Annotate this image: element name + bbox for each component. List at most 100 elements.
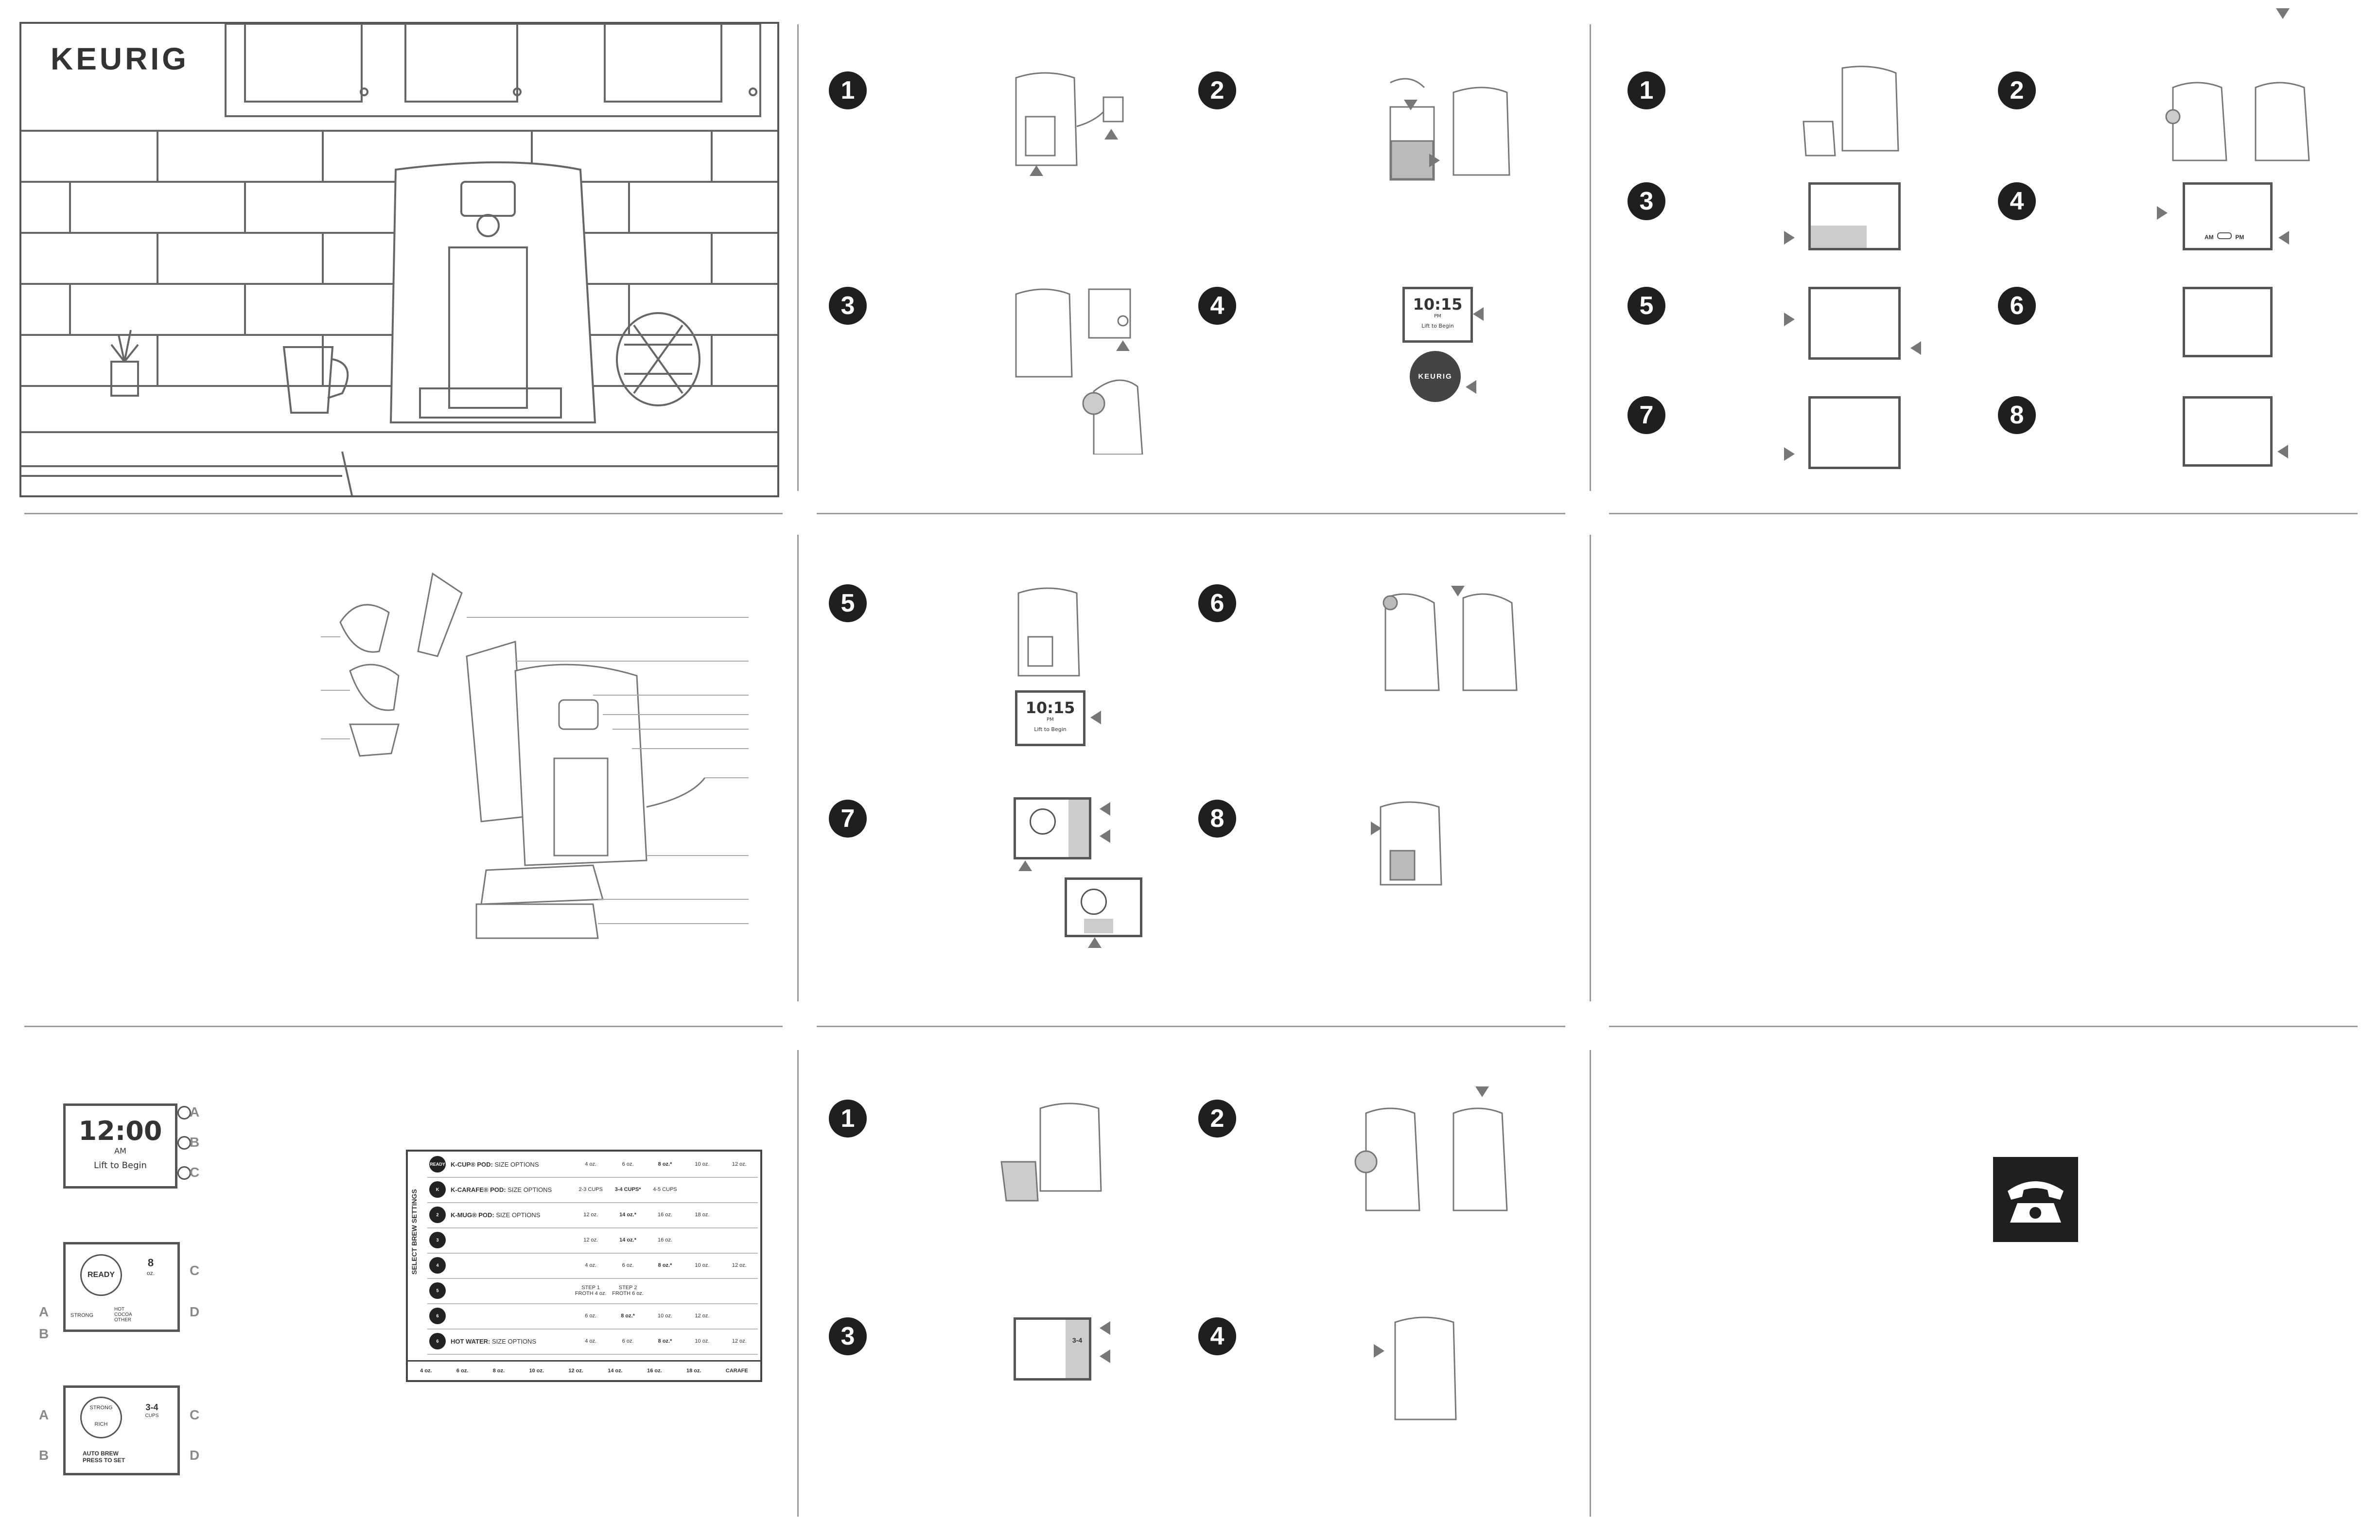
brew-cell: 16 oz.	[658, 1237, 672, 1243]
setup-a-step-3: 3	[829, 287, 867, 325]
arrow-right-icon	[2157, 206, 2168, 220]
brew-row-label: HOT WATER: SIZE OPTIONS	[451, 1338, 572, 1345]
carafe-callout-b: B	[39, 1448, 49, 1463]
reservoir-fill-illustration	[1389, 78, 1510, 181]
arrow-left-icon	[1466, 380, 1476, 394]
ready-button[interactable]: READY	[80, 1254, 122, 1296]
arrow-up-icon	[1104, 129, 1118, 140]
clock-button-a[interactable]	[177, 1106, 191, 1120]
keurig-power-button[interactable]: KEURIG	[1410, 351, 1461, 402]
carafe-callout-d: D	[190, 1448, 200, 1463]
divider-h2	[817, 513, 1565, 514]
divider-h4	[24, 1026, 783, 1027]
brew-row-label-text: SIZE OPTIONS	[506, 1186, 552, 1193]
brew-cell: 10 oz.	[695, 1262, 710, 1268]
brew-row-icon: 4	[429, 1257, 446, 1274]
brew-cell: 6 oz.	[622, 1338, 634, 1344]
legend-item: 14 oz.	[608, 1368, 623, 1374]
power-on-illustration	[1015, 288, 1143, 455]
clock-button-b[interactable]	[177, 1136, 191, 1150]
arrow-right-icon	[1371, 822, 1382, 835]
program-display-6	[2183, 287, 2273, 357]
program-step-8: 8	[1998, 396, 2036, 434]
program-pod-illustration	[2165, 82, 2310, 161]
brew-cell: 6 oz.	[585, 1313, 597, 1319]
carafe-display: STRONG RICH 3-4 CUPS AUTO BREW PRESS TO …	[63, 1385, 180, 1475]
hot-text: HOT	[114, 1307, 125, 1312]
cocoa-text: COCOA	[114, 1312, 132, 1317]
size-unit: oz.	[146, 1270, 155, 1277]
strong-label[interactable]: STRONG	[70, 1312, 94, 1318]
legend-item: 16 oz.	[647, 1368, 662, 1374]
carafe-pod-illustration	[1354, 1107, 1508, 1211]
arrow-right-icon	[1374, 1344, 1384, 1358]
clock-button-c[interactable]	[177, 1166, 191, 1180]
brew-cell: 8 oz.*	[658, 1262, 672, 1268]
program-step-1: 1	[1628, 71, 1665, 109]
callout-b: B	[190, 1135, 200, 1150]
brew-row-label-text: SIZE OPTIONS	[490, 1337, 536, 1345]
arrow-left-icon	[1100, 829, 1110, 843]
arrow-right-icon	[1784, 313, 1795, 326]
divider-h3	[1609, 513, 2358, 514]
brew-row-label-bold: HOT WATER:	[451, 1337, 490, 1345]
setup-a-step-1: 1	[829, 71, 867, 109]
clock-hint: Lift to Begin	[94, 1160, 147, 1171]
brew-cell: 10 oz.	[695, 1338, 710, 1344]
cover-panel: KEURIG	[19, 22, 779, 497]
brew-row-label-text: SIZE OPTIONS	[492, 1160, 539, 1168]
brew-row-icon: 6	[429, 1333, 446, 1349]
legend-item: 4 oz.	[420, 1368, 432, 1374]
brew-cell: 3-4 CUPS*	[614, 1187, 641, 1192]
press-to-set-text: PRESS TO SET	[83, 1457, 125, 1464]
brew-cell: 8 oz.*	[621, 1313, 635, 1319]
brew-row-icon: 5	[429, 1282, 446, 1299]
am-pm-toggle[interactable]: AM PM	[2205, 232, 2244, 241]
phone-icon	[1993, 1157, 2078, 1242]
program-display-4: AM PM	[2183, 182, 2273, 250]
program-step-7: 7	[1628, 396, 1665, 434]
brew-cell: 6 oz.	[622, 1262, 634, 1268]
program-display-3	[1808, 182, 1901, 250]
ready-callout-d: D	[190, 1304, 200, 1319]
brew-cell: 10 oz.	[695, 1161, 710, 1167]
brew-row-icon: 3	[429, 1232, 446, 1248]
carafe-step-1: 1	[829, 1100, 867, 1138]
legend-item: 6 oz.	[456, 1368, 469, 1374]
arrow-right-icon	[1784, 447, 1795, 461]
brew-cell: 2-3 CUPS	[578, 1187, 603, 1192]
carafe-brew-illustration	[1394, 1316, 1457, 1420]
brew-cell: STEP 1 FROTH 4 oz.	[575, 1285, 607, 1296]
auto-brew[interactable]: AUTO BREW PRESS TO SET	[83, 1450, 125, 1464]
clock-ampm: AM	[114, 1146, 126, 1155]
divider-h1	[24, 513, 783, 514]
arrow-down-icon	[2276, 8, 2290, 19]
size-value: 8	[147, 1257, 154, 1269]
brew-clock-ampm: PM	[1047, 717, 1054, 722]
keurig-logo: KEURIG	[51, 41, 189, 76]
arrow-up-icon	[1018, 860, 1032, 871]
carafe-strength-button[interactable]: STRONG RICH	[80, 1397, 122, 1438]
legend-item: CARAFE	[725, 1368, 748, 1374]
arrow-left-icon	[1473, 307, 1484, 321]
brew-cell: 12 oz.	[732, 1262, 747, 1268]
brewer-plug-illustration	[1015, 72, 1124, 166]
ready-callout-c: C	[190, 1263, 200, 1278]
brew-cell: 8 oz.*	[658, 1338, 672, 1344]
auto-brew-text: AUTO BREW	[83, 1450, 119, 1457]
program-display-5	[1808, 287, 1901, 360]
brew-row-label: K-MUG® POD: SIZE OPTIONS	[451, 1211, 572, 1219]
brewer-parts-illustration	[321, 572, 749, 939]
brew-cell: 4-5 CUPS	[653, 1187, 677, 1192]
callout-c: C	[190, 1165, 200, 1180]
hot-label[interactable]: HOT COCOA OTHER	[114, 1307, 132, 1323]
program-carafe-illustration	[1802, 66, 1899, 157]
arrow-left-icon	[1910, 341, 1921, 355]
brew-cell: 8 oz.*	[658, 1161, 672, 1167]
setup-clock-hint: Lift to Begin	[1421, 323, 1454, 329]
